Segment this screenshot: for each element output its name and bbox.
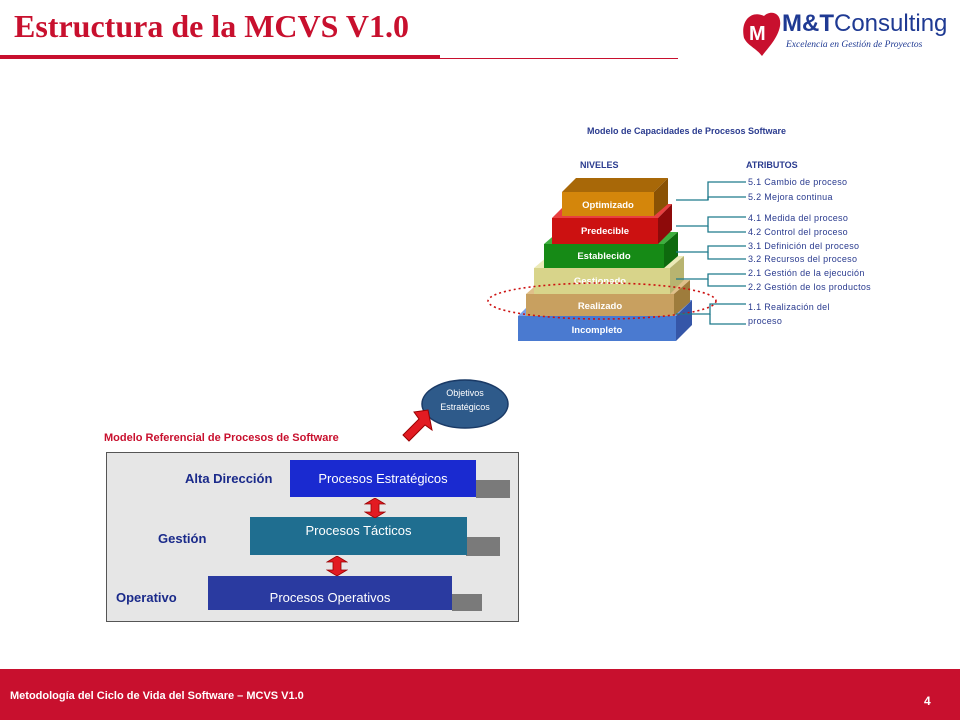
attribute-3-2: 3.2 Recursos del proceso (748, 254, 858, 264)
logo-consulting: Consulting (833, 10, 948, 37)
page-number: 4 (924, 694, 931, 708)
tactical-processes-label: Procesos Tácticos (305, 523, 412, 538)
attributes-header: ATRIBUTOS (746, 160, 798, 170)
objectives-line1: Objetivos (446, 388, 484, 398)
strategic-shadow (476, 480, 510, 498)
attribute-1-1-cont: proceso (748, 316, 783, 326)
double-arrow-icon (364, 498, 386, 518)
row-label-alta-direccion: Alta Dirección (185, 471, 273, 486)
level-label-gestionado: Gestionado (574, 276, 626, 287)
operational-processes-box: Procesos Operativos (208, 576, 452, 610)
page-title: Estructura de la MCVS V1.0 (14, 8, 409, 44)
level-optimizado: Optimizado (562, 178, 668, 216)
footer-text: Metodología del Ciclo de Vida del Softwa… (10, 690, 304, 702)
attribute-5-1: 5.1 Cambio de proceso (748, 177, 848, 187)
logo-mt: M&T (782, 10, 834, 37)
attribute-5-2: 5.2 Mejora continua (748, 192, 833, 202)
strategic-processes-label: Procesos Estratégicos (318, 471, 448, 486)
logo-wordmark: M&TConsulting (782, 10, 947, 38)
capability-pyramid: Incompleto Realizado Gestionado Establec… (487, 178, 717, 341)
operational-shadow (452, 594, 482, 611)
operational-processes-label: Procesos Operativos (269, 590, 391, 605)
reference-model-title: Modelo Referencial de Procesos de Softwa… (104, 432, 339, 444)
realizado-highlight-ellipse (487, 282, 717, 320)
strategic-processes-box: Procesos Estratégicos (290, 460, 476, 497)
company-logo: M (743, 12, 781, 57)
capability-model-title: Modelo de Capacidades de Procesos Softwa… (587, 126, 787, 136)
objectives-line2: Estratégicos (440, 402, 490, 412)
level-label-predecible: Predecible (581, 226, 629, 237)
title-thin-rule (440, 58, 678, 59)
level-label-establecido: Establecido (577, 251, 631, 262)
footer-bar (0, 669, 960, 720)
attribute-3-1: 3.1 Definición del proceso (748, 241, 860, 251)
svg-text:M: M (749, 23, 766, 45)
attribute-4-1: 4.1 Medida del proceso (748, 213, 849, 223)
attribute-1-1: 1.1 Realización del (748, 302, 830, 312)
levels-header: NIVELES (580, 160, 619, 170)
attribute-4-2: 4.2 Control del proceso (748, 227, 848, 237)
attribute-connectors (676, 181, 746, 325)
title-underline (0, 55, 440, 59)
attribute-2-2: 2.2 Gestión de los productos (748, 282, 871, 292)
level-label-incompleto: Incompleto (572, 325, 623, 336)
row-label-gestion: Gestión (158, 531, 207, 546)
logo-tagline: Excelencia en Gestión de Proyectos (786, 40, 923, 50)
level-label-optimizado: Optimizado (582, 200, 634, 211)
level-label-realizado: Realizado (578, 301, 623, 312)
objectives-ellipse: Objetivos Estratégicos (421, 379, 509, 429)
tactical-processes-box: Procesos Tácticos (250, 517, 467, 555)
attribute-2-1: 2.1 Gestión de la ejecución (748, 268, 865, 278)
tactical-shadow (466, 537, 500, 556)
row-label-operativo: Operativo (116, 590, 177, 605)
double-arrow-icon (326, 556, 348, 576)
diagonal-arrow-icon (402, 409, 433, 442)
